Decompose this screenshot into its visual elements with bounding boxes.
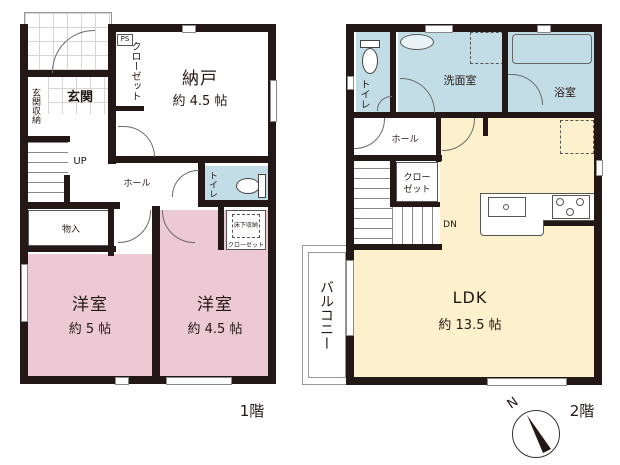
storeroom-label: 物入 [61, 225, 80, 235]
window [425, 25, 453, 33]
kitchen-bar [480, 220, 544, 236]
entrance-storage-label: 玄関収納 [30, 88, 40, 124]
washer-space [470, 32, 504, 64]
stairs-up-label: UP [73, 156, 87, 167]
ldk-name: LDK [452, 288, 488, 307]
western-room-1 [28, 254, 152, 376]
window [182, 25, 196, 33]
floor2-label: 2階 [569, 402, 595, 420]
balcony [302, 245, 348, 385]
closet-2f [396, 162, 438, 202]
underfloor-label: 床下収納 [233, 222, 258, 229]
window [21, 264, 28, 322]
toilet1f-door[interactable] [172, 170, 199, 197]
window [347, 76, 354, 90]
window [346, 260, 354, 336]
ps-label: PS [117, 34, 133, 46]
entrance-floor [48, 74, 112, 114]
washbasin-icon [400, 34, 434, 50]
balcony-label: バルコニー [318, 280, 334, 350]
ldk-size: 約 13.5 帖 [438, 318, 502, 333]
bathtub-icon [512, 34, 592, 64]
closet-2f-line1: クロー [403, 173, 431, 183]
window [270, 80, 277, 122]
window [115, 377, 129, 385]
ldk-main [352, 248, 594, 378]
western1-size: 約 5 帖 [68, 322, 112, 337]
nando-size: 約 4.5 帖 [172, 94, 228, 109]
hall-1f-label: ホール [123, 179, 151, 189]
entrance-label: 玄関 [66, 90, 93, 105]
floor1-label: 1階 [239, 402, 265, 420]
small-closet-label: クローゼット [227, 242, 264, 249]
closet-2f-line2: ゼット [403, 185, 431, 195]
stairs-2f [352, 158, 392, 248]
bathroom-label: 浴室 [554, 86, 576, 99]
stove-icon [552, 195, 590, 219]
compass [512, 410, 560, 458]
window [487, 378, 567, 386]
washroom-label: 洗面室 [443, 74, 477, 87]
toilet2f-fixture-icon [362, 48, 378, 74]
western1-name: 洋室 [72, 295, 108, 315]
toilet2f-door[interactable] [377, 96, 392, 111]
toilet-1f-label: トイレ [207, 170, 217, 198]
nando-name: 納戸 [182, 69, 218, 89]
window [166, 377, 232, 385]
window [596, 160, 603, 176]
western2-name: 洋室 [197, 295, 233, 315]
ceiling-hatch [560, 120, 594, 154]
stairs-2f-lower [392, 206, 440, 248]
toilet-2f-label: トイレ [358, 79, 369, 109]
closet-label: クローゼット [129, 41, 140, 101]
compass-needle-icon [527, 415, 551, 453]
western2-size: 約 4.5 帖 [187, 322, 243, 337]
hall-2f-label: ホール [391, 135, 419, 145]
toilet-fixture-icon [236, 178, 260, 194]
kitchen-sink-icon [488, 197, 526, 217]
western1-door[interactable] [118, 210, 151, 243]
underfloor-hatch [232, 214, 260, 238]
toilet-tank-icon [258, 174, 266, 198]
window [537, 25, 551, 33]
stairs-dn-label: DN [443, 220, 457, 230]
stairs-1f [28, 142, 68, 202]
